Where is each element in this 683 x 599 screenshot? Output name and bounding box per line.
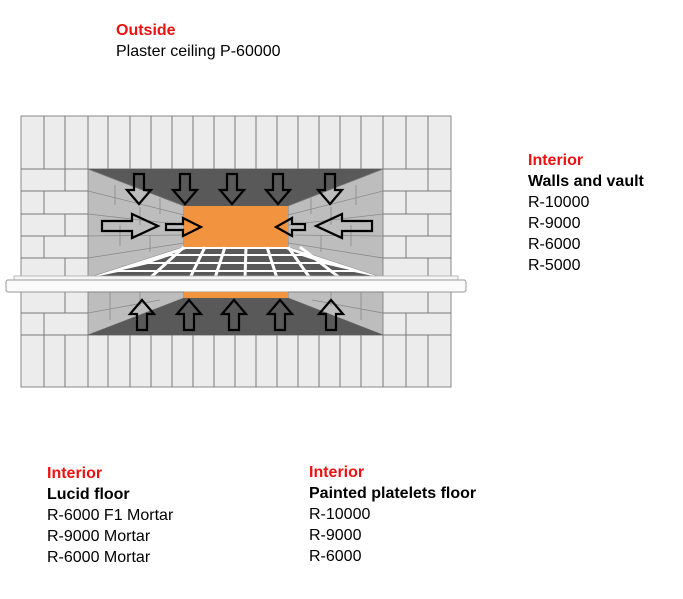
painted-floor-label: Interior Painted platelets floor R-10000… xyxy=(309,462,476,567)
arrow-down-icon xyxy=(124,172,154,206)
arrow-up-icon xyxy=(316,298,346,332)
outside-ceiling-text: Plaster ceiling P-60000 xyxy=(116,43,281,60)
arrow-down-icon xyxy=(263,172,293,206)
painted-item: R-6000 xyxy=(309,548,362,565)
arrow-up-icon xyxy=(127,298,157,332)
heat-zone-lower xyxy=(184,292,288,298)
arrow-down-icon xyxy=(315,172,345,206)
lucid-item: R-9000 Mortar xyxy=(47,528,151,545)
walls-vault-label: Interior Walls and vault R-10000 R-9000 … xyxy=(528,150,644,276)
arrow-down-icon xyxy=(217,172,247,206)
walls-item: R-9000 xyxy=(528,215,581,232)
upper-cavity xyxy=(87,168,384,280)
lucid-subheading: Lucid floor xyxy=(47,486,130,503)
arrow-right-icon xyxy=(164,216,204,238)
lucid-floor-label: Interior Lucid floor R-6000 F1 Mortar R-… xyxy=(47,463,173,568)
arrow-left-icon xyxy=(313,212,374,240)
arrow-right-icon xyxy=(100,212,161,240)
arrow-up-icon xyxy=(265,298,295,332)
outside-heading: Outside xyxy=(116,22,176,39)
lucid-heading: Interior xyxy=(47,465,103,482)
painted-subheading: Painted platelets floor xyxy=(309,485,477,502)
walls-heading: Interior xyxy=(528,152,584,169)
arrow-left-icon xyxy=(273,216,307,238)
lucid-item: R-6000 F1 Mortar xyxy=(47,507,174,524)
walls-subheading: Walls and vault xyxy=(528,173,644,190)
painted-item: R-9000 xyxy=(309,527,362,544)
arrow-down-icon xyxy=(170,172,200,206)
walls-item: R-6000 xyxy=(528,236,581,253)
arrow-up-icon xyxy=(219,298,249,332)
outside-label: Outside Plaster ceiling P-60000 xyxy=(116,20,281,62)
lucid-item: R-6000 Mortar xyxy=(47,549,151,566)
shelf-beam xyxy=(5,275,467,293)
arrow-up-icon xyxy=(174,298,204,332)
walls-item: R-5000 xyxy=(528,257,581,274)
painted-heading: Interior xyxy=(309,464,365,481)
walls-item: R-10000 xyxy=(528,194,590,211)
painted-item: R-10000 xyxy=(309,506,371,523)
